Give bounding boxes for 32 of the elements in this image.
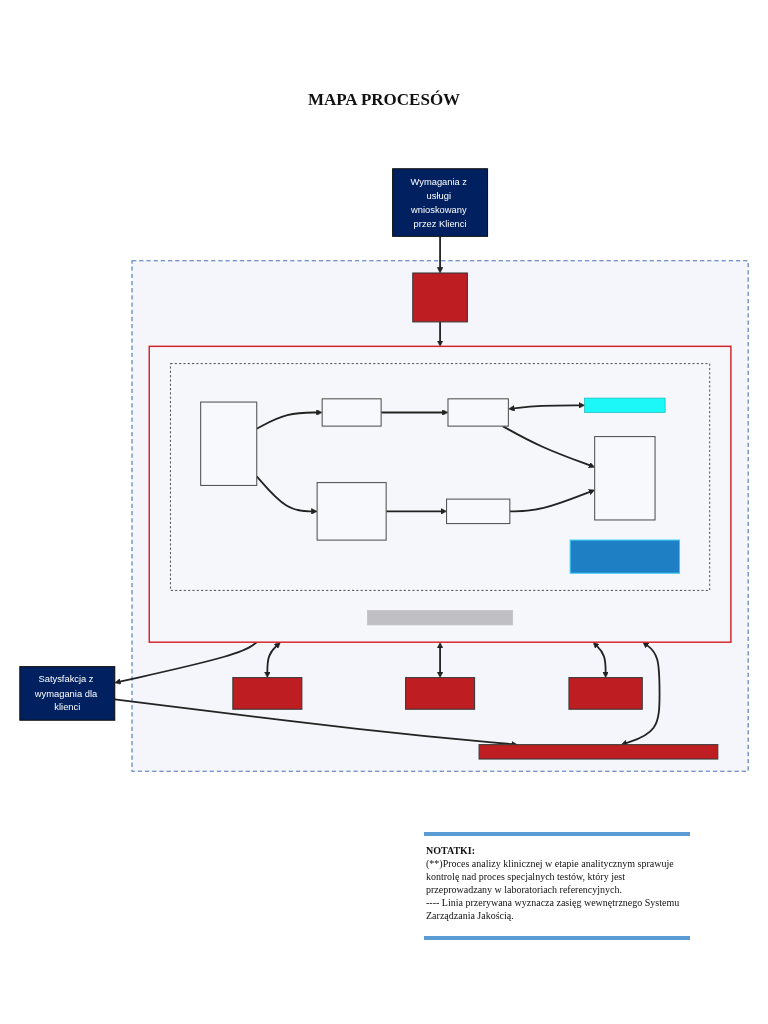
diagram-title: MAPA PROCESÓW — [306, 89, 462, 110]
node-box — [321, 398, 382, 427]
node-box — [447, 398, 509, 427]
node-bar — [478, 744, 719, 760]
node-box — [200, 401, 258, 486]
cluster — [170, 363, 711, 591]
arrow — [501, 425, 595, 469]
notes-heading: NOTATKI: — [426, 844, 477, 857]
note-text: (**)Proces analizy klinicznej w etapie analitycznym sprawuje kontrolę nad proces specjalnych testów, który jest przeprowadzany w laboratoriach referencyjnych. — [426, 857, 675, 896]
node-bar — [367, 610, 514, 626]
node-box — [446, 498, 511, 525]
node-box: Wymagania z usługi wnioskowany przez Klienci — [392, 168, 489, 237]
node-box — [232, 677, 303, 710]
arrow — [508, 402, 585, 412]
arrow — [264, 642, 281, 678]
node-box — [405, 677, 476, 710]
arrow — [592, 642, 609, 678]
arrow — [436, 321, 444, 347]
arrow — [621, 641, 661, 746]
arrow — [436, 642, 444, 678]
cluster — [131, 260, 749, 772]
arrow — [114, 641, 258, 685]
node-box: Satysfakcja z wymagania dla klienci — [19, 666, 116, 721]
node-box — [568, 677, 643, 710]
node-box — [569, 539, 681, 574]
node-box — [594, 436, 656, 521]
node-box — [412, 272, 468, 323]
cluster — [148, 345, 732, 643]
arrow — [436, 235, 444, 274]
note-text: ---- Linia przerywana wyznacza zasięg wewnętrznego Systemu Zarządzania Jakością. — [426, 896, 681, 922]
node-box — [316, 482, 387, 541]
node-bar — [584, 397, 666, 413]
